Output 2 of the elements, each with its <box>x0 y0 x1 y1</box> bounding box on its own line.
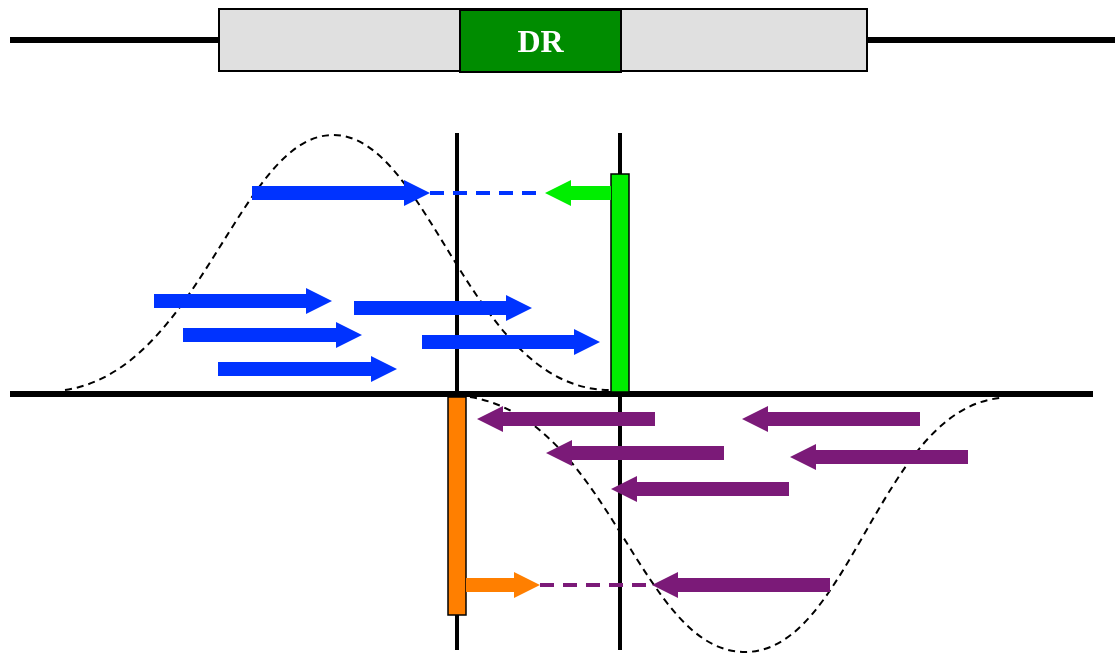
gene-bar <box>218 8 868 72</box>
region-box: DR <box>459 9 622 73</box>
